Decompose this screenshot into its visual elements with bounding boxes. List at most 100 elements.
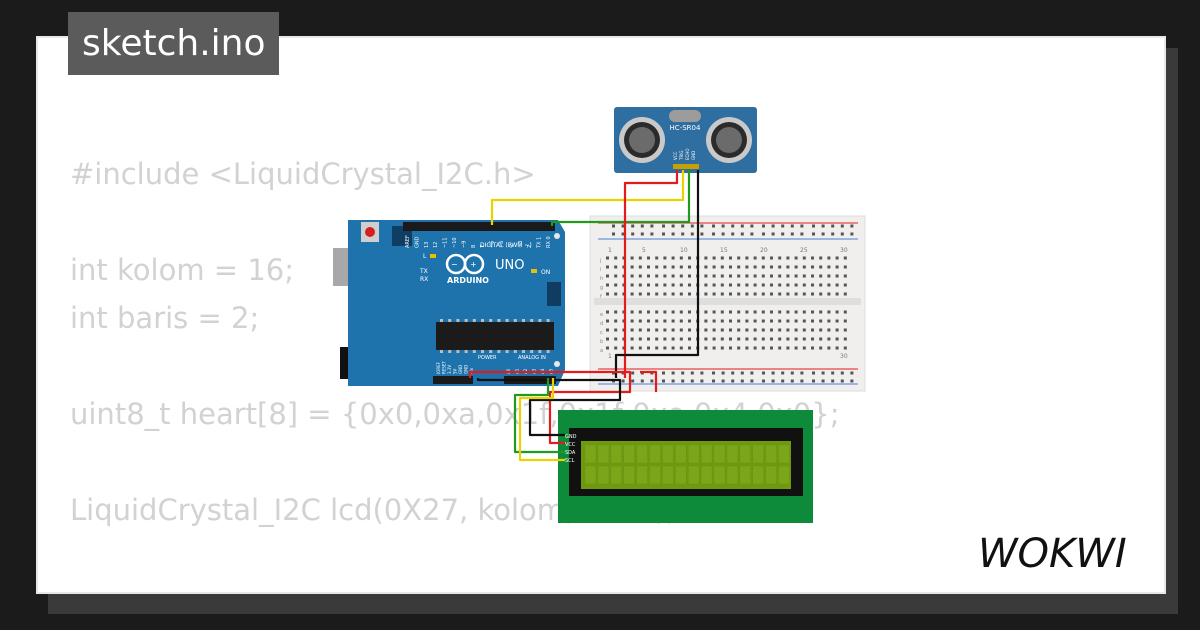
rail-hole[interactable] xyxy=(662,379,665,383)
breadboard-hole[interactable] xyxy=(786,310,790,314)
breadboard-hole[interactable] xyxy=(770,337,773,341)
breadboard-hole[interactable] xyxy=(704,256,708,260)
breadboard-hole[interactable] xyxy=(704,337,708,341)
breadboard-hole[interactable] xyxy=(688,283,691,287)
breadboard-hole[interactable] xyxy=(843,328,847,332)
rail-hole[interactable] xyxy=(821,379,825,383)
breadboard-hole[interactable] xyxy=(647,319,650,323)
rail-hole[interactable] xyxy=(681,224,685,228)
breadboard-hole[interactable] xyxy=(761,337,765,341)
breadboard-hole[interactable] xyxy=(704,310,708,314)
breadboard-hole[interactable] xyxy=(679,256,683,260)
breadboard-hole[interactable] xyxy=(786,328,790,332)
rail-hole[interactable] xyxy=(690,232,694,236)
breadboard-hole[interactable] xyxy=(720,337,724,341)
breadboard-hole[interactable] xyxy=(729,292,732,296)
breadboard-hole[interactable] xyxy=(737,310,741,314)
rail-hole[interactable] xyxy=(800,371,804,375)
breadboard-hole[interactable] xyxy=(843,292,847,296)
rail-hole[interactable] xyxy=(640,224,644,228)
breadboard-hole[interactable] xyxy=(729,274,732,278)
rail-hole[interactable] xyxy=(721,232,725,236)
breadboard-hole[interactable] xyxy=(753,265,757,269)
breadboard-hole[interactable] xyxy=(704,319,708,323)
breadboard-hole[interactable] xyxy=(712,346,716,350)
rail-hole[interactable] xyxy=(731,379,735,383)
rail-hole[interactable] xyxy=(762,379,765,383)
rail-hole[interactable] xyxy=(831,232,835,236)
rail-hole[interactable] xyxy=(800,379,804,383)
breadboard-hole[interactable] xyxy=(835,346,839,350)
breadboard-hole[interactable] xyxy=(811,310,814,314)
breadboard-hole[interactable] xyxy=(663,265,667,269)
breadboard-hole[interactable] xyxy=(802,346,806,350)
breadboard-hole[interactable] xyxy=(778,256,782,260)
rail-hole[interactable] xyxy=(631,232,635,236)
rail-hole[interactable] xyxy=(681,371,685,375)
rail-hole[interactable] xyxy=(790,371,794,375)
breadboard-hole[interactable] xyxy=(630,292,634,296)
breadboard-hole[interactable] xyxy=(647,265,650,269)
rail-hole[interactable] xyxy=(650,224,654,228)
breadboard-hole[interactable] xyxy=(819,310,823,314)
rail-hole[interactable] xyxy=(721,379,725,383)
rail-hole[interactable] xyxy=(840,371,844,375)
breadboard-hole[interactable] xyxy=(671,346,675,350)
breadboard-hole[interactable] xyxy=(614,319,618,323)
rail-hole[interactable] xyxy=(621,224,625,228)
breadboard-hole[interactable] xyxy=(802,283,806,287)
breadboard-hole[interactable] xyxy=(835,292,839,296)
breadboard-hole[interactable] xyxy=(655,337,659,341)
breadboard-hole[interactable] xyxy=(655,265,659,269)
breadboard-hole[interactable] xyxy=(786,274,790,278)
breadboard-hole[interactable] xyxy=(729,256,732,260)
breadboard-hole[interactable] xyxy=(778,328,782,332)
breadboard-hole[interactable] xyxy=(663,283,667,287)
breadboard-hole[interactable] xyxy=(688,292,691,296)
breadboard-hole[interactable] xyxy=(819,346,823,350)
breadboard-hole[interactable] xyxy=(827,265,831,269)
breadboard-hole[interactable] xyxy=(671,310,675,314)
breadboard-hole[interactable] xyxy=(770,265,773,269)
rail-hole[interactable] xyxy=(790,379,794,383)
breadboard-hole[interactable] xyxy=(638,319,642,323)
breadboard-hole[interactable] xyxy=(630,256,634,260)
breadboard-hole[interactable] xyxy=(606,292,609,296)
breadboard-hole[interactable] xyxy=(802,310,806,314)
breadboard-hole[interactable] xyxy=(720,274,724,278)
breadboard-hole[interactable] xyxy=(843,310,847,314)
rail-hole[interactable] xyxy=(781,232,785,236)
breadboard-hole[interactable] xyxy=(802,265,806,269)
breadboard-hole[interactable] xyxy=(630,265,634,269)
breadboard-hole[interactable] xyxy=(671,319,675,323)
breadboard-hole[interactable] xyxy=(737,283,741,287)
rail-hole[interactable] xyxy=(850,224,854,228)
breadboard-hole[interactable] xyxy=(753,274,757,278)
breadboard-hole[interactable] xyxy=(753,283,757,287)
breadboard-hole[interactable] xyxy=(704,328,708,332)
rail-hole[interactable] xyxy=(681,232,685,236)
breadboard-hole[interactable] xyxy=(802,292,806,296)
breadboard-hole[interactable] xyxy=(638,265,642,269)
breadboard-hole[interactable] xyxy=(720,328,724,332)
breadboard-hole[interactable] xyxy=(827,283,831,287)
breadboard-hole[interactable] xyxy=(819,256,823,260)
breadboard-hole[interactable] xyxy=(647,256,650,260)
breadboard-hole[interactable] xyxy=(794,265,798,269)
rail-hole[interactable] xyxy=(790,224,794,228)
breadboard-hole[interactable] xyxy=(647,274,650,278)
breadboard-hole[interactable] xyxy=(712,265,716,269)
breadboard-hole[interactable] xyxy=(770,283,773,287)
breadboard-hole[interactable] xyxy=(794,328,798,332)
breadboard-hole[interactable] xyxy=(835,283,839,287)
rail-hole[interactable] xyxy=(721,224,725,228)
breadboard-hole[interactable] xyxy=(811,328,814,332)
rail-hole[interactable] xyxy=(831,371,835,375)
rail-hole[interactable] xyxy=(612,224,615,228)
rail-hole[interactable] xyxy=(650,232,654,236)
rail-hole[interactable] xyxy=(640,232,644,236)
breadboard-hole[interactable] xyxy=(843,319,847,323)
breadboard-hole[interactable] xyxy=(811,283,814,287)
breadboard-hole[interactable] xyxy=(638,256,642,260)
breadboard-hole[interactable] xyxy=(761,328,765,332)
